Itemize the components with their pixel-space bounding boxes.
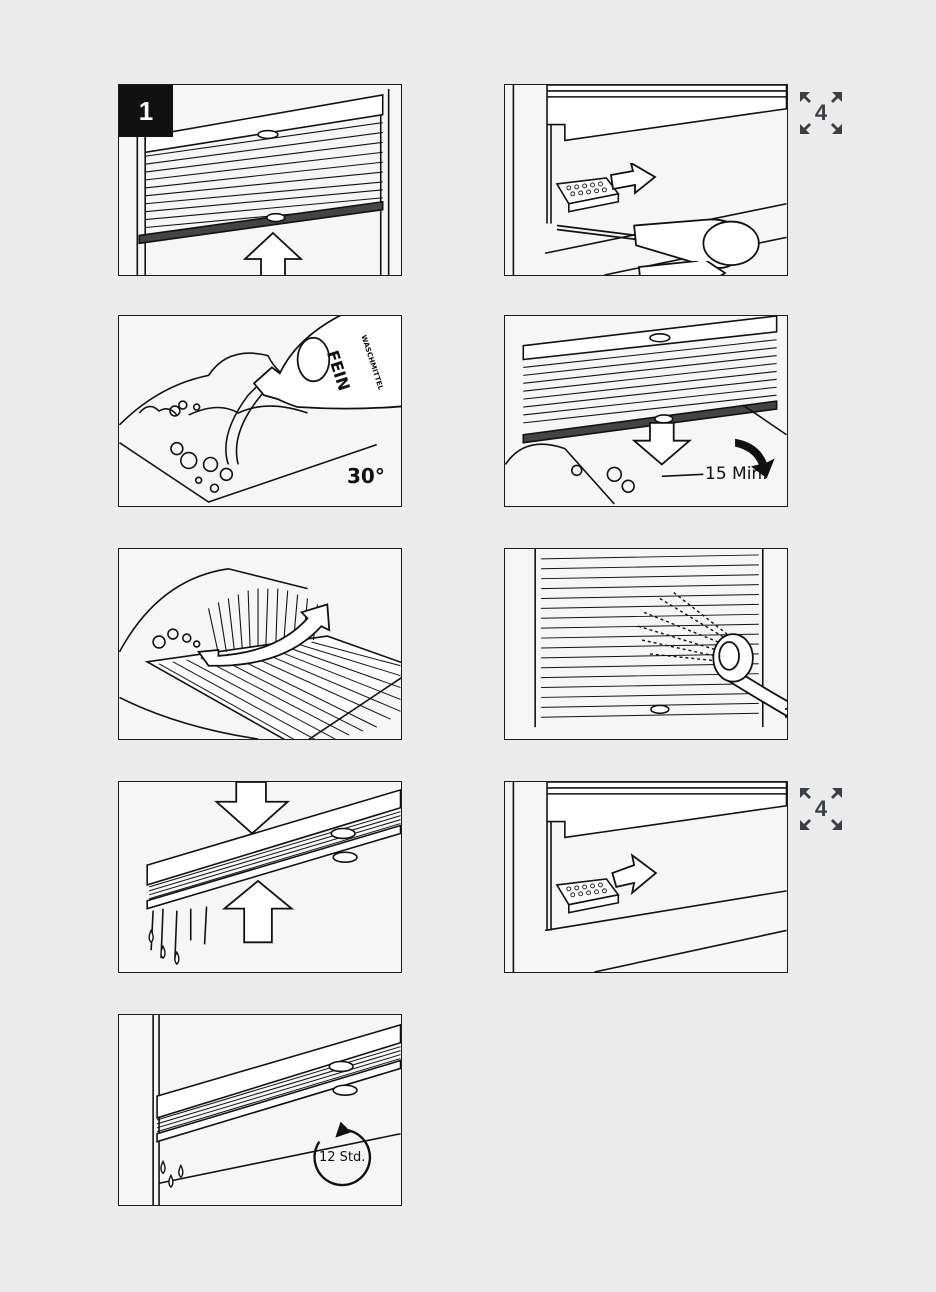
- water-temperature: 30°: [347, 464, 385, 488]
- repeat-count-badge: 4: [798, 90, 844, 136]
- expand-arrows-icon: [800, 788, 842, 830]
- water-drops-icon: [148, 928, 180, 966]
- drying-blind-illustration: [152, 1015, 401, 1205]
- step-8-panel: 8: [504, 781, 788, 973]
- arrow-right-icon: [609, 163, 657, 195]
- arrow-up-icon: [221, 879, 295, 944]
- step-5-panel: 5: [118, 548, 402, 740]
- screwdriver-icon: [556, 218, 760, 269]
- wash-basin-illustration: [119, 316, 401, 503]
- pleated-blind-illustration: [136, 88, 390, 275]
- soak-blind-illustration: [505, 316, 787, 505]
- curved-arrow-icon: [197, 603, 331, 667]
- clock-arrow-icon: [313, 1121, 372, 1187]
- arrow-up-icon: [243, 231, 303, 275]
- repeat-count: 4: [814, 100, 828, 125]
- step-number: 4: [504, 316, 505, 368]
- step-number: 3: [118, 316, 119, 368]
- drying-time: 12 Std.: [319, 1150, 366, 1165]
- swirl-blind-illustration: [119, 567, 401, 739]
- expand-arrows-icon: [800, 92, 842, 134]
- arrow-down-icon: [214, 782, 291, 835]
- bottle-icon: [252, 316, 401, 410]
- step-number: 9: [118, 1015, 119, 1067]
- step-number: 2: [504, 85, 505, 137]
- curved-arrow-icon: [735, 438, 775, 479]
- soak-duration: 15 Min.: [705, 464, 768, 484]
- arrow-right-icon: [638, 261, 727, 275]
- arrow-down-icon: [631, 421, 692, 466]
- water-drops-icon: [160, 1159, 184, 1189]
- step-number: 6: [504, 549, 505, 601]
- step-2-panel: 2: [504, 84, 788, 276]
- step-number: 5: [118, 549, 119, 601]
- step-9-panel: 9 12 Std.: [118, 1014, 402, 1206]
- step-number: 8: [504, 782, 505, 834]
- reinstall-clamp-illustration: [512, 782, 787, 972]
- water-drops-icon: [637, 591, 728, 663]
- repeat-count: 4: [814, 796, 828, 821]
- shower-hose: [785, 707, 787, 718]
- step-7-panel: 7: [118, 781, 402, 973]
- remove-clamp-illustration: [512, 85, 787, 275]
- step-number: 1: [119, 85, 173, 137]
- step-4-panel: 4 15 Min.: [504, 315, 788, 507]
- step-3-panel: 3 FEIN WASCHMITTEL 30°: [118, 315, 402, 507]
- repeat-count-badge: 4: [798, 786, 844, 832]
- step-6-panel: 6: [504, 548, 788, 740]
- step-number: 7: [118, 782, 119, 834]
- shower-head-icon: [712, 633, 787, 718]
- arrow-left-icon: [611, 853, 658, 896]
- step-1-panel: 1: [118, 84, 402, 276]
- rinse-blind-illustration: [534, 549, 787, 728]
- squeeze-blind-illustration: [146, 782, 401, 966]
